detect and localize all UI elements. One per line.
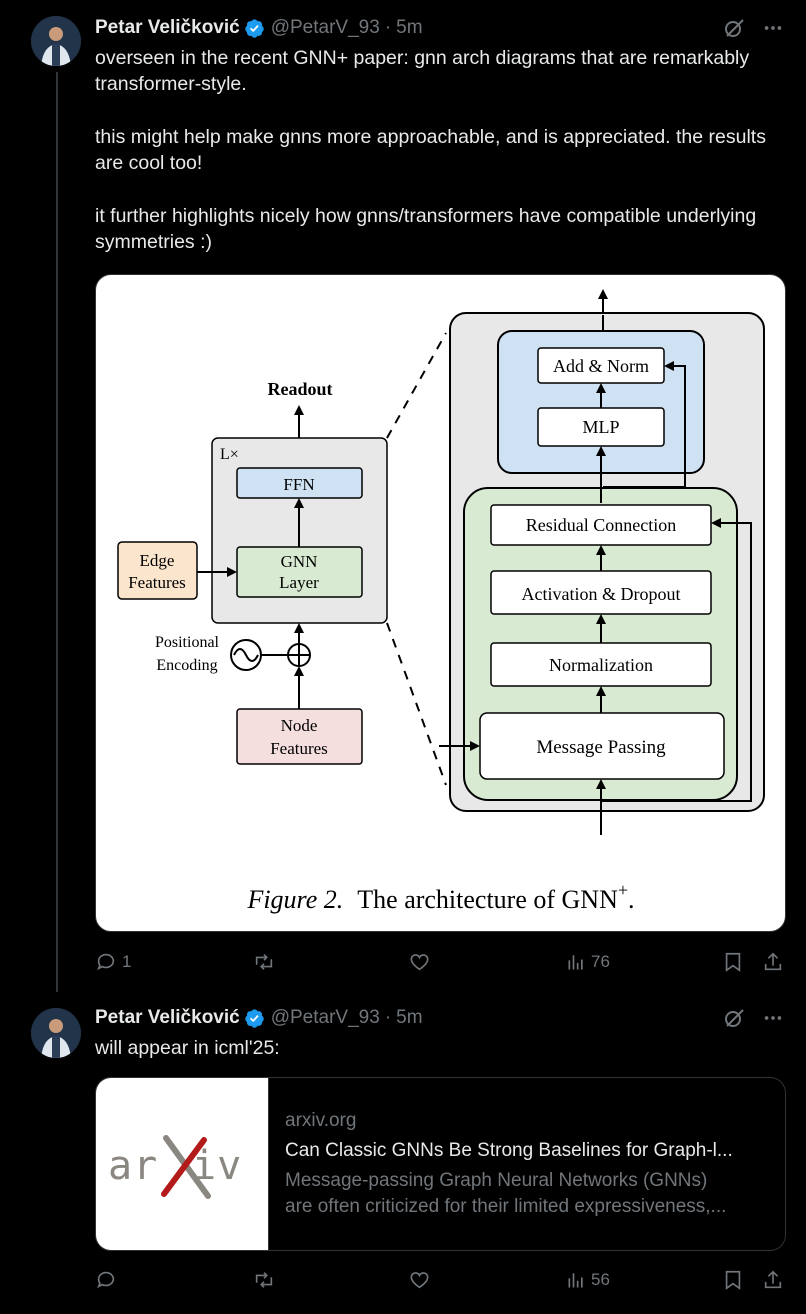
bookmark-button[interactable] xyxy=(722,951,744,973)
tweet-paragraph: it further highlights nicely how gnns/tr… xyxy=(95,205,757,253)
author-handle[interactable]: @PetarV_93 xyxy=(270,1007,380,1028)
ffn-label: FFN xyxy=(283,475,314,494)
node-features-label: Features xyxy=(270,739,328,758)
svg-text:ar: ar xyxy=(108,1143,158,1189)
separator-dot: · xyxy=(384,17,392,38)
link-card[interactable]: ar iv arxiv.org Can Classic GNNs Be Stro… xyxy=(95,1077,786,1251)
verified-badge-icon xyxy=(244,1008,265,1029)
tweet-paragraph: will appear in icml'25: xyxy=(95,1037,280,1059)
architecture-diagram: Readout L× FFN GNN Layer Edge Features P… xyxy=(117,289,765,914)
views-icon xyxy=(568,1273,583,1288)
avatar[interactable] xyxy=(31,16,81,66)
tweet-paragraph: overseen in the recent GNN+ paper: gnn a… xyxy=(95,47,750,95)
tweet-paragraph: this might help make gnns more approacha… xyxy=(95,126,766,174)
tweet-actions: 56 xyxy=(95,1266,785,1294)
timestamp[interactable]: 5m xyxy=(396,1007,423,1028)
edge-features-box xyxy=(117,541,198,600)
share-button[interactable] xyxy=(762,1269,784,1291)
views-icon xyxy=(568,955,583,970)
avatar[interactable] xyxy=(31,1008,81,1058)
card-title[interactable]: Can Classic GNNs Be Strong Baselines for… xyxy=(285,1140,733,1161)
like-button[interactable] xyxy=(408,951,431,973)
views-count: 56 xyxy=(591,1270,610,1289)
heart-icon xyxy=(410,954,429,971)
residual-label: Residual Connection xyxy=(526,515,676,535)
share-button[interactable] xyxy=(762,951,784,973)
separator-dot: · xyxy=(384,1007,392,1028)
views-count: 76 xyxy=(591,952,610,971)
mlp-label: MLP xyxy=(582,417,619,437)
message-passing-label: Message Passing xyxy=(536,737,666,758)
views-button[interactable]: 56 xyxy=(566,1269,610,1291)
readout-label: Readout xyxy=(267,379,332,399)
tweet-top-actions xyxy=(722,16,784,40)
loop-label: L× xyxy=(220,446,239,463)
reply-count: 1 xyxy=(122,952,132,971)
bookmark-icon xyxy=(725,1270,741,1290)
edge-features-label: Features xyxy=(128,573,186,592)
tweet[interactable]: Petar Veličković @PetarV_93 · 5m will ap… xyxy=(0,992,806,1314)
reply-button[interactable] xyxy=(95,1269,117,1291)
gnn-layer-label: Layer xyxy=(279,573,319,592)
timestamp[interactable]: 5m xyxy=(396,17,423,38)
more-icon[interactable] xyxy=(762,17,784,39)
retweet-icon xyxy=(255,954,273,970)
reply-icon xyxy=(97,953,115,971)
figure-caption: Figure 2.The architecture of GNN+. xyxy=(246,880,634,914)
card-description-line: Message-passing Graph Neural Networks (G… xyxy=(285,1170,708,1191)
edge-features-label: Edge xyxy=(140,551,175,570)
author-handle[interactable]: @PetarV_93 xyxy=(270,17,380,38)
node-features-box xyxy=(236,708,363,765)
tweet-actions: 1 76 xyxy=(95,948,785,976)
author-name[interactable]: Petar Veličković xyxy=(95,1007,240,1028)
gnn-layer-box xyxy=(236,546,363,598)
activation-label: Activation & Dropout xyxy=(522,584,681,604)
like-button[interactable] xyxy=(408,1269,431,1291)
tweet[interactable]: Petar Veličković @PetarV_93 · 5m oversee… xyxy=(0,0,806,1000)
grok-icon[interactable] xyxy=(722,1006,746,1030)
heart-icon xyxy=(410,1272,429,1289)
arxiv-logo: ar iv xyxy=(96,1078,269,1250)
bookmark-button[interactable] xyxy=(722,1269,744,1291)
share-icon xyxy=(764,1270,782,1289)
reply-button[interactable]: 1 xyxy=(95,951,131,973)
gnn-layer-label: GNN xyxy=(281,552,318,571)
author-name[interactable]: Petar Veličković xyxy=(95,17,240,38)
retweet-button[interactable] xyxy=(252,951,276,973)
tweet-image[interactable]: Readout L× FFN GNN Layer Edge Features P… xyxy=(95,274,786,932)
add-norm-label: Add & Norm xyxy=(553,356,649,376)
retweet-icon xyxy=(255,1272,273,1288)
card-description: Message-passing Graph Neural Networks (G… xyxy=(285,1168,769,1220)
node-features-label: Node xyxy=(281,716,318,735)
tweet-text: will appear in icml'25: xyxy=(95,1035,785,1061)
reply-icon xyxy=(97,1271,115,1289)
retweet-button[interactable] xyxy=(252,1269,276,1291)
bookmark-icon xyxy=(725,952,741,972)
card-domain: arxiv.org xyxy=(285,1110,357,1131)
thread-line xyxy=(56,72,58,1000)
grok-icon[interactable] xyxy=(722,16,746,40)
positional-encoding-label: Positional xyxy=(155,634,220,651)
views-button[interactable]: 76 xyxy=(566,951,610,973)
tweet-text: overseen in the recent GNN+ paper: gnn a… xyxy=(95,45,785,255)
positional-encoding-label: Encoding xyxy=(156,657,217,674)
verified-badge-icon xyxy=(244,18,265,39)
card-description-line: are often criticized for their limited e… xyxy=(285,1196,727,1217)
share-icon xyxy=(764,952,782,971)
more-icon[interactable] xyxy=(762,1007,784,1029)
tweet-header: Petar Veličković @PetarV_93 · 5m xyxy=(95,15,423,41)
tweet-top-actions xyxy=(722,1006,784,1030)
tweet-header: Petar Veličković @PetarV_93 · 5m xyxy=(95,1005,423,1031)
normalization-label: Normalization xyxy=(549,655,653,675)
